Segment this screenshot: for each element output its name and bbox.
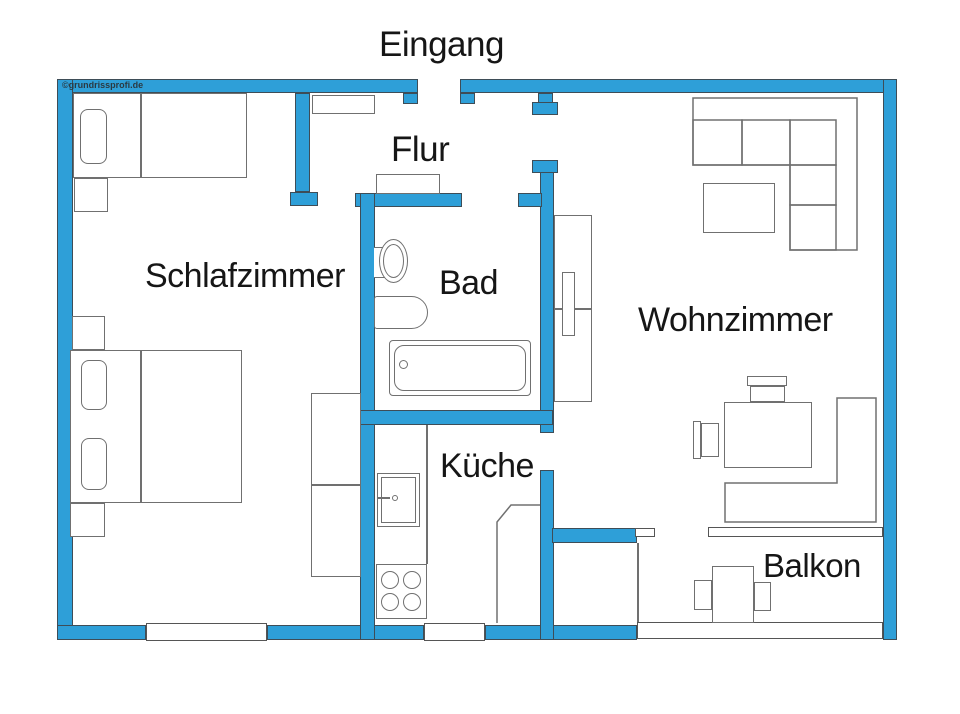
- entrance-door-jamb-right: [460, 93, 475, 104]
- kitchen-sink-basin: [381, 477, 416, 523]
- desk-chair-top-seat: [750, 386, 785, 402]
- room-label-schlafzimmer: Schlafzimmer: [145, 257, 345, 295]
- wall-bottom-c: [485, 625, 637, 640]
- burner-4: [403, 593, 421, 611]
- wall-mid-lower: [540, 470, 554, 640]
- nightstand-2: [72, 316, 105, 350]
- bathtub-drain: [399, 360, 408, 369]
- balcony-door-sill: [635, 528, 655, 537]
- wall-mid-upper: [540, 172, 554, 433]
- single-bed-head-divider: [140, 94, 142, 177]
- nightstand-1: [74, 178, 108, 212]
- desk: [724, 402, 812, 468]
- room-label-wohnzimmer: Wohnzimmer: [638, 301, 833, 339]
- tv: [562, 272, 575, 336]
- room-label-balkon: Balkon: [763, 547, 861, 584]
- coffee-table: [703, 183, 775, 233]
- bathtub-inner: [394, 345, 526, 391]
- nightstand-3: [70, 503, 105, 537]
- room-label-bad: Bad: [439, 264, 499, 302]
- wall-wohnzimmer-door-cap-top: [532, 102, 558, 115]
- wall-schlafzimmer-flur: [295, 93, 310, 192]
- flur-sideboard: [376, 174, 440, 194]
- desk-chair-top-backrest: [747, 376, 787, 386]
- window-wohnzimmer-balkon: [708, 527, 883, 537]
- wall-right: [883, 79, 897, 640]
- kitchen-door-leaf: [496, 504, 540, 623]
- wall-bottom-a: [57, 625, 146, 640]
- balcony-chair-left: [694, 580, 712, 610]
- bath-sink-basin: [383, 244, 404, 278]
- sofa-cushion-corner: [789, 119, 837, 166]
- kitchen-faucet-dot: [392, 495, 398, 501]
- watermark: ©grundrissprofi.de: [62, 80, 144, 90]
- burner-3: [381, 593, 399, 611]
- window-schlafzimmer: [146, 623, 267, 641]
- double-bed-pillow-bottom: [81, 438, 107, 490]
- wall-bad-door-jamb: [518, 193, 542, 207]
- burner-1: [381, 571, 399, 589]
- wall-balkon: [552, 528, 637, 543]
- entrance-door-jamb-left: [403, 93, 418, 104]
- sofa-cushion-1: [692, 119, 743, 166]
- balcony-table: [712, 566, 754, 623]
- double-bed-pillow-top: [81, 360, 107, 410]
- wardrobe-divider: [312, 484, 360, 486]
- desk-chair-left-seat: [701, 423, 719, 457]
- wall-bottom-b: [267, 625, 424, 640]
- toilet: [374, 296, 428, 329]
- wall-top-right: [460, 79, 897, 93]
- sofa-cushion-4: [789, 204, 837, 251]
- flur-closet: [312, 95, 375, 114]
- single-bed-pillow: [80, 109, 107, 164]
- desk-chair-left-backrest: [693, 421, 701, 459]
- balcony-chair-right: [754, 582, 771, 611]
- room-label-kueche: Küche: [440, 447, 534, 485]
- room-label-eingang: Eingang: [379, 25, 504, 64]
- balcony-railing-left: [637, 543, 639, 623]
- wall-bad-kueche-divider: [360, 410, 553, 425]
- burner-2: [403, 571, 421, 589]
- kitchen-faucet: [377, 497, 390, 499]
- room-label-flur: Flur: [391, 130, 450, 169]
- balcony-railing-bottom: [637, 622, 883, 639]
- double-bed-head-divider: [140, 351, 142, 502]
- sofa-cushion-2: [741, 119, 791, 166]
- sofa-cushion-3: [789, 164, 837, 206]
- wall-schlafzimmer-door-cap: [290, 192, 318, 206]
- window-kueche: [424, 623, 485, 641]
- kitchen-counter-edge: [426, 425, 428, 564]
